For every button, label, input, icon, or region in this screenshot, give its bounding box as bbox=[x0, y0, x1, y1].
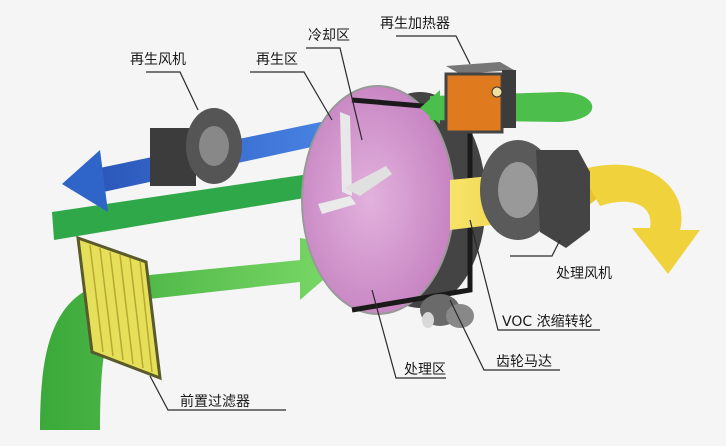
label-voc-rotor: VOC 浓缩转轮 bbox=[502, 314, 593, 330]
leader-lines bbox=[146, 35, 600, 411]
cooling-air-flow bbox=[52, 168, 352, 240]
label-regen-heater: 再生加热器 bbox=[380, 16, 450, 32]
label-gear-motor: 齿轮马达 bbox=[496, 354, 552, 370]
regen-heater bbox=[444, 62, 516, 134]
label-regen-zone: 再生区 bbox=[256, 52, 298, 68]
label-cooling-zone: 冷却区 bbox=[308, 28, 350, 44]
label-process-fan: 处理风机 bbox=[556, 266, 612, 282]
label-pre-filter: 前置过滤器 bbox=[180, 393, 250, 410]
gear-motor bbox=[420, 294, 474, 328]
pre-filter bbox=[76, 235, 162, 381]
process-fan bbox=[480, 140, 590, 248]
regen-fan bbox=[150, 108, 242, 186]
label-process-zone: 处理区 bbox=[404, 362, 446, 378]
label-regen-fan: 再生风机 bbox=[130, 52, 186, 68]
